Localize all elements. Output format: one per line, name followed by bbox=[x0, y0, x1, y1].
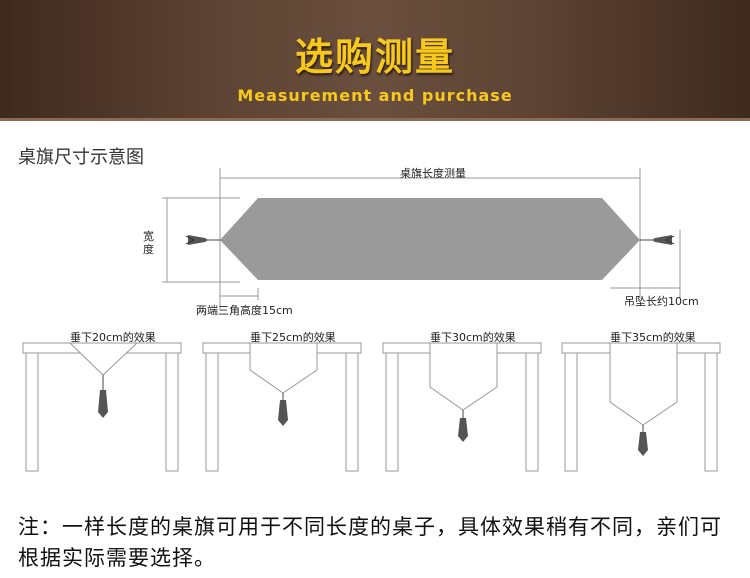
runner-drop-2 bbox=[249, 342, 318, 394]
runner-drop-4 bbox=[609, 342, 678, 426]
tassel-icon bbox=[458, 418, 468, 442]
banner-subtitle: Measurement and purchase bbox=[237, 86, 513, 105]
effect-label-4: 垂下35cm的效果 bbox=[610, 331, 696, 344]
tassel-icon bbox=[98, 390, 108, 418]
tassel-icon bbox=[638, 432, 648, 456]
table-illustration-4 bbox=[561, 342, 721, 472]
header-banner: 选购测量 Measurement and purchase bbox=[0, 0, 750, 121]
tassel-icon bbox=[278, 400, 288, 426]
left-tassel-icon bbox=[185, 235, 220, 245]
triangle-height-label: 两端三角高度15cm bbox=[196, 304, 293, 317]
banner-title: 选购测量 bbox=[294, 35, 455, 79]
table-illustration-1 bbox=[22, 342, 182, 472]
right-tassel-icon bbox=[640, 235, 675, 245]
effect-label-2: 垂下25cm的效果 bbox=[250, 331, 336, 344]
runner-drop-3 bbox=[429, 342, 498, 411]
effect-label-1: 垂下20cm的效果 bbox=[70, 331, 156, 344]
section-title: 桌旗尺寸示意图 bbox=[18, 147, 144, 168]
tassel-length-label: 吊坠长约10cm bbox=[624, 295, 699, 308]
table-runner-shape bbox=[220, 198, 640, 280]
effect-label-3: 垂下30cm的效果 bbox=[430, 331, 516, 344]
note-text: 注：一样长度的桌旗可用于不同长度的桌子，具体效果稍有不同，亲们可根据实际需要选择… bbox=[18, 515, 722, 570]
width-label: 宽度 bbox=[143, 230, 154, 256]
runner-drop-1 bbox=[68, 342, 139, 376]
length-label: 桌旗长度测量 bbox=[400, 167, 466, 180]
table-illustration-2 bbox=[202, 342, 362, 472]
table-illustration-3 bbox=[382, 342, 542, 472]
